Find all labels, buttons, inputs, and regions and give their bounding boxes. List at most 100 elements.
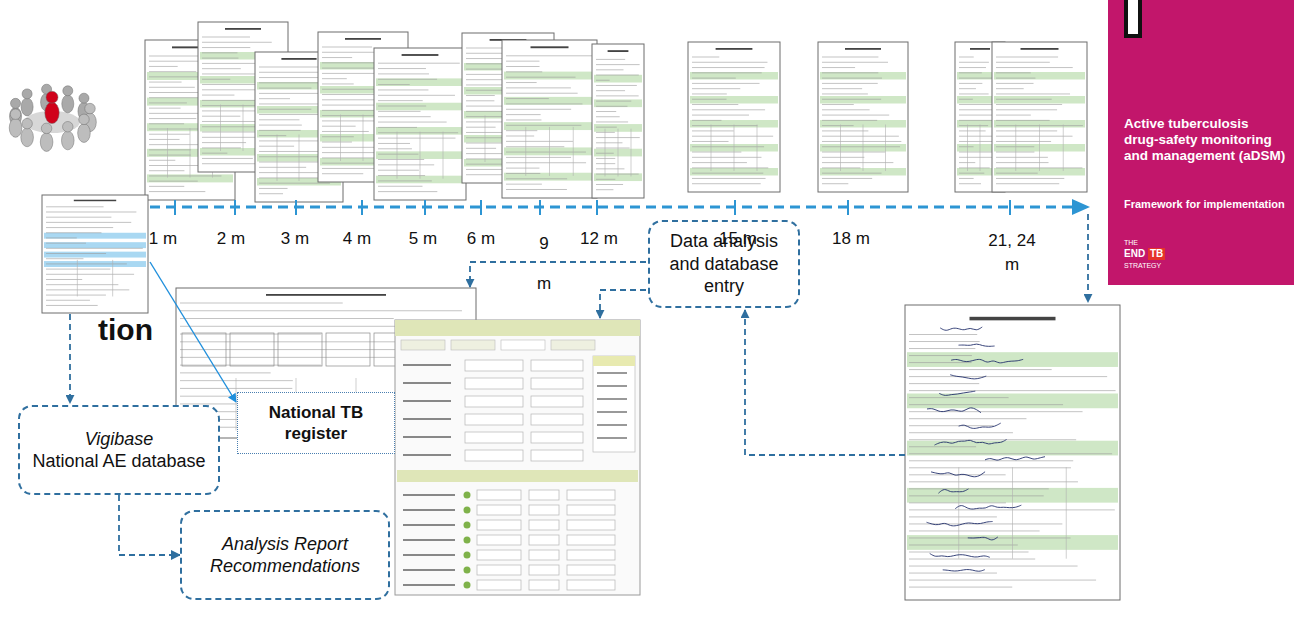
form-line (506, 189, 567, 190)
form-line (909, 573, 997, 574)
handwriting (968, 537, 998, 540)
form-line (506, 146, 564, 147)
form-column (885, 125, 886, 172)
form-band (320, 134, 406, 142)
form-line (909, 502, 1006, 503)
form-column (299, 135, 300, 182)
form-line (506, 136, 534, 137)
person-body (40, 133, 53, 152)
person-body (45, 102, 59, 124)
form-band (690, 168, 778, 176)
form-line (959, 88, 976, 89)
form-sheet (818, 42, 908, 192)
form-line (996, 162, 1049, 163)
form-line (378, 106, 426, 107)
field-icon (464, 507, 471, 514)
form-line (822, 72, 878, 73)
form-column (531, 116, 532, 163)
form-sheet (462, 33, 554, 183)
form-column (631, 129, 632, 177)
form-line (506, 125, 581, 126)
form-line (822, 104, 854, 105)
form-band (257, 82, 341, 90)
form-band (994, 120, 1085, 128)
form-line (259, 156, 339, 157)
month-label: 5 m (393, 229, 453, 249)
field-input (529, 490, 559, 500)
form-line (378, 191, 437, 192)
form-line (46, 279, 82, 280)
form-line (180, 372, 271, 373)
form-line (378, 164, 434, 165)
field-input (477, 565, 521, 575)
form-line (596, 174, 639, 175)
side-panel-row (597, 437, 627, 439)
form-line (202, 42, 272, 43)
form-column (277, 135, 278, 182)
form-line (822, 167, 861, 168)
form-band (504, 97, 595, 105)
form-column (321, 135, 322, 182)
field-label (403, 364, 451, 366)
form-line (506, 152, 586, 153)
form-line (149, 118, 196, 119)
form-line (378, 73, 429, 74)
form-line (149, 102, 187, 103)
form-line (909, 467, 1071, 468)
form-line (149, 160, 175, 161)
form-line (996, 183, 1059, 184)
form-line (959, 167, 990, 168)
handwriting (930, 553, 990, 557)
handwriting (938, 489, 968, 493)
form-line (909, 488, 1049, 489)
form-band (820, 144, 906, 152)
form-band (147, 72, 233, 80)
form-line (959, 162, 975, 163)
section-bar (397, 470, 638, 482)
handwriting (927, 522, 993, 526)
screen-tab (401, 340, 445, 350)
form-line (46, 284, 118, 285)
form-line (259, 135, 286, 136)
form-line (378, 63, 460, 64)
form-line (822, 136, 899, 137)
form-title (716, 48, 753, 50)
field-input (465, 360, 523, 371)
form-column (243, 105, 244, 152)
field-input (477, 520, 521, 530)
form-line (46, 258, 83, 259)
form-column (397, 132, 398, 179)
form-line (259, 146, 294, 147)
cover-background (1108, 0, 1294, 285)
form-line (378, 186, 422, 187)
form-line (822, 83, 878, 84)
field-input (531, 414, 583, 425)
form-line (46, 295, 106, 296)
form-line (596, 189, 613, 190)
field-input (531, 396, 583, 407)
form-line (692, 115, 749, 116)
form-line (959, 178, 974, 179)
form-line (259, 140, 322, 141)
form-line (909, 425, 994, 426)
field-input (531, 378, 583, 389)
form-line (378, 95, 455, 96)
form-line (149, 92, 202, 93)
form-line (692, 88, 740, 89)
form-band (200, 148, 286, 156)
form-sheet (592, 44, 644, 198)
side-panel-header (593, 356, 635, 366)
form-line (996, 57, 1058, 58)
form-column (549, 127, 550, 176)
form-column (734, 125, 735, 172)
form-line (909, 516, 997, 517)
form-line (506, 55, 593, 56)
form-line (596, 95, 639, 96)
flow-arrow (600, 290, 646, 318)
form-line (909, 446, 976, 447)
form-line (996, 120, 1050, 121)
form-line (466, 100, 494, 101)
form-band (907, 394, 1118, 409)
form-line (909, 362, 972, 363)
form-line (202, 68, 241, 69)
